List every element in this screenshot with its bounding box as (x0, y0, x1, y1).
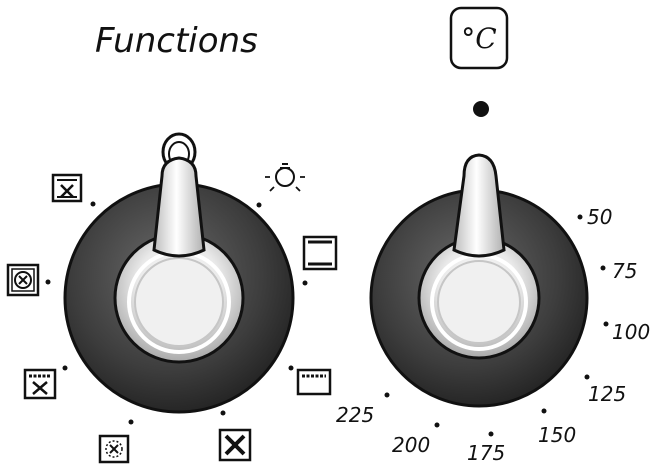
circular-fan-heater-icon[interactable] (6, 263, 51, 297)
defrost-fan-icon[interactable] (98, 419, 134, 464)
functions-dial[interactable] (63, 132, 295, 414)
temp-label-200: 200 (392, 433, 430, 457)
temperature-unit-label: °C (461, 22, 496, 55)
oven-light-icon[interactable] (256, 163, 306, 208)
top-bottom-heat-icon[interactable] (302, 235, 338, 286)
bottom-heat-fan-icon[interactable] (23, 365, 68, 400)
temperature-scale-ticks (384, 214, 609, 437)
temp-label-75: 75 (612, 259, 637, 283)
temperature-indicator-dot (473, 101, 489, 117)
temp-label-175: 175 (467, 441, 505, 465)
functions-knob-handle[interactable] (152, 156, 206, 258)
temperature-dial[interactable] (369, 153, 589, 408)
temp-label-50: 50 (587, 205, 612, 229)
temp-label-125: 125 (588, 382, 626, 406)
fan-only-icon[interactable] (218, 410, 252, 462)
bottom-heat-icon[interactable] (288, 365, 332, 396)
fan-grill-icon[interactable] (51, 173, 96, 207)
temp-label-100: 100 (612, 320, 650, 344)
temperature-knob-handle[interactable] (452, 153, 506, 258)
temp-label-225: 225 (336, 403, 374, 427)
temperature-unit-badge: °C (449, 6, 509, 70)
temp-label-150: 150 (538, 423, 576, 447)
functions-title: Functions (95, 21, 258, 61)
